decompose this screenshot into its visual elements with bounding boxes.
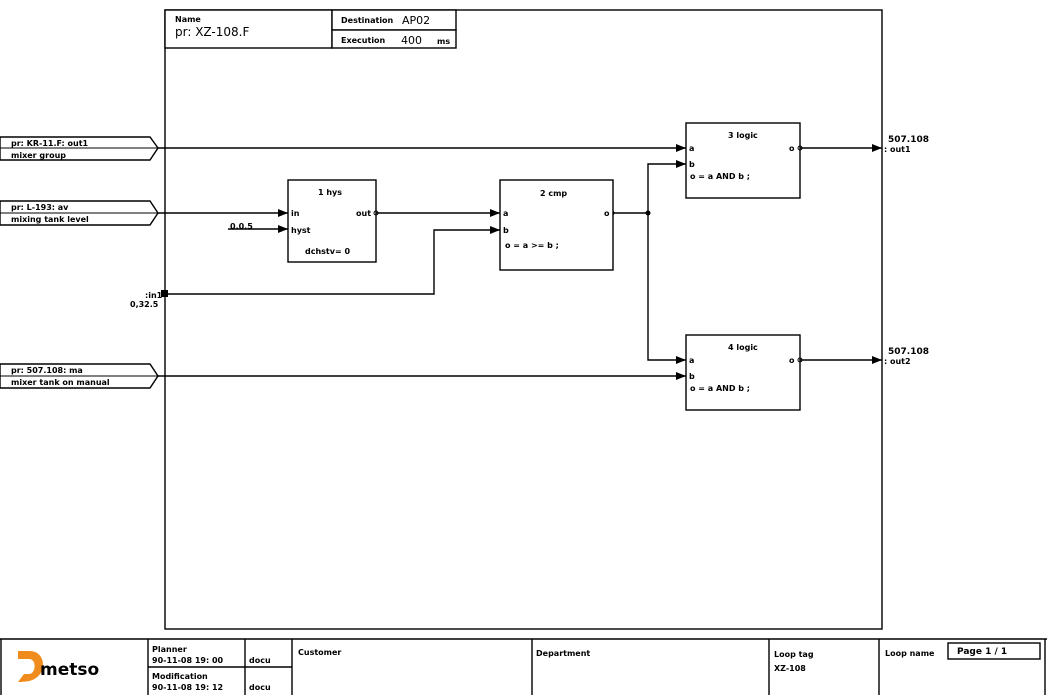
- loop-tag-label: Loop tag: [774, 650, 814, 659]
- destination-label: Destination: [341, 16, 394, 25]
- block-logic4-expr: o = a AND b ;: [690, 384, 750, 393]
- block-logic3-port-b: b: [689, 160, 695, 169]
- hyst-constant: 0.0.5: [230, 222, 253, 231]
- arrow-logic3-b: [676, 160, 686, 168]
- wire-cmp-to-logic4-a: [647, 213, 686, 361]
- output-tag-2-port: : out2: [884, 357, 911, 366]
- block-logic4-out-pin: [797, 357, 803, 363]
- planner-user: docu: [249, 656, 271, 665]
- page-label: Page 1 / 1: [957, 647, 1007, 657]
- input-tag-3-tag: pr: 507.108: ma: [11, 366, 83, 375]
- block-logic3-port-a: a: [689, 144, 694, 153]
- modification-label: Modification: [152, 672, 208, 681]
- arrow-hys-hyst: [278, 225, 288, 233]
- block-hys-param: dchstv= 0: [305, 247, 350, 256]
- block-cmp-expr: o = a >= b ;: [505, 241, 559, 250]
- loop-name-label: Loop name: [885, 649, 935, 658]
- in1-terminal: [161, 290, 168, 297]
- block-hys-port-in: in: [291, 209, 300, 218]
- name-box: [164, 9, 333, 49]
- arrow-cmp-a: [490, 209, 500, 217]
- input-tag-1-tag: pr: KR-11.F: out1: [11, 139, 89, 148]
- block-cmp[interactable]: 2 cmp a b o o = a >= b ;: [499, 179, 614, 271]
- block-cmp-frame: [499, 179, 614, 271]
- block-hys-port-out: out: [356, 209, 371, 218]
- arrowheads: [278, 144, 882, 380]
- block-cmp-port-a: a: [503, 209, 508, 218]
- metso-logo-text: metso: [40, 660, 99, 680]
- block-logic4[interactable]: 4 logic a b o o = a AND b ;: [685, 334, 803, 411]
- output-tag-1-port: : out1: [884, 145, 911, 154]
- arrow-cmp-b: [490, 226, 500, 234]
- input-tag-2[interactable]: pr: L-193: av mixing tank level: [0, 200, 159, 226]
- planner-label: Planner: [152, 645, 187, 654]
- block-hys-out-pin: [373, 210, 379, 216]
- customer-label: Customer: [298, 648, 341, 657]
- modification-user: docu: [249, 683, 271, 692]
- sheet-frame: [164, 9, 883, 630]
- block-logic3-port-o: o: [789, 144, 795, 153]
- arrow-logic4-a: [676, 356, 686, 364]
- input-tag-1[interactable]: pr: KR-11.F: out1 mixer group: [0, 136, 159, 161]
- wire-cmp-to-logic3-b: [647, 163, 686, 213]
- block-cmp-title: 2 cmp: [540, 189, 567, 198]
- department-label: Department: [536, 649, 590, 658]
- output-tag-2-tag: 507.108: [888, 347, 929, 357]
- execution-value: 400: [401, 34, 422, 47]
- planner-date: 90-11-08 19: 00: [152, 656, 224, 665]
- block-logic3[interactable]: 3 logic a b o o = a AND b ;: [685, 122, 803, 199]
- block-hys-title: 1 hys: [318, 188, 342, 197]
- input-tag-3[interactable]: pr: 507.108: ma mixer tank on manual: [0, 363, 159, 389]
- output-tag-1-tag: 507.108: [888, 135, 929, 145]
- input-tag-2-tag: pr: L-193: av: [11, 203, 69, 212]
- in1-tag: :in1: [145, 291, 163, 300]
- block-logic3-out-pin: [797, 145, 803, 151]
- arrow-out1: [872, 144, 882, 152]
- block-logic4-frame: [685, 334, 801, 411]
- execution-label: Execution: [341, 36, 386, 45]
- block-hys-port-hyst: hyst: [291, 226, 311, 235]
- execution-box: [331, 29, 457, 49]
- page-box: [947, 642, 1041, 660]
- name-label: Name: [175, 15, 201, 24]
- block-logic3-expr: o = a AND b ;: [690, 172, 750, 181]
- junction-branch: [645, 210, 651, 216]
- input-tag-3-desc: mixer tank on manual: [11, 378, 110, 387]
- block-logic4-port-a: a: [689, 356, 694, 365]
- in1-value: 0,32.5: [130, 300, 159, 309]
- name-value: pr: XZ-108.F: [175, 25, 249, 39]
- destination-value: AP02: [402, 14, 430, 27]
- wires: [158, 147, 882, 377]
- footer-title-block: metso Planner 90-11-08 19: 00 docu Modif…: [0, 638, 1047, 695]
- arrow-logic4-b: [676, 372, 686, 380]
- output-tag-1[interactable]: 507.108 : out1: [884, 135, 929, 154]
- input-tag-1-desc: mixer group: [11, 151, 66, 160]
- header-block: Name pr: XZ-108.F Destination AP02 Execu…: [164, 9, 457, 49]
- block-logic4-title: 4 logic: [728, 343, 758, 352]
- arrow-hys-in: [278, 209, 288, 217]
- arrow-logic3-a: [676, 144, 686, 152]
- block-logic3-frame: [685, 122, 801, 199]
- in1-constant: :in1 0,32.5: [130, 290, 168, 309]
- input-tag-2-desc: mixing tank level: [11, 215, 89, 224]
- block-logic3-title: 3 logic: [728, 131, 758, 140]
- loop-tag-value: XZ-108: [774, 664, 806, 673]
- block-logic4-port-b: b: [689, 372, 695, 381]
- modification-date: 90-11-08 19: 12: [152, 683, 223, 692]
- block-cmp-port-o: o: [604, 209, 610, 218]
- arrow-out2: [872, 356, 882, 364]
- block-cmp-port-b: b: [503, 226, 509, 235]
- block-hys[interactable]: 1 hys in hyst out dchstv= 0: [287, 179, 379, 263]
- metso-logo-mark: [18, 651, 44, 682]
- output-tag-2[interactable]: 507.108 : out2: [884, 347, 929, 366]
- execution-unit: ms: [437, 37, 450, 46]
- block-logic4-port-o: o: [789, 356, 795, 365]
- metso-logo: metso: [18, 651, 99, 682]
- wire-in1-to-cmp-b: [168, 229, 500, 295]
- block-hys-frame: [287, 179, 377, 263]
